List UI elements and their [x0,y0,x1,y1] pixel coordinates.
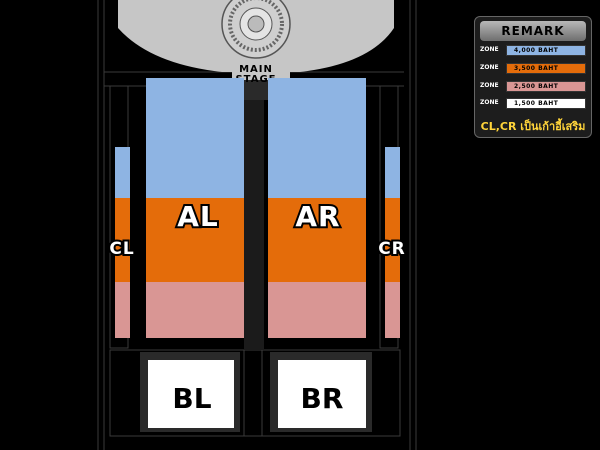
legend-zone-label: ZONE [480,82,499,89]
zone-cl-tier-3500 [115,198,130,282]
zone-cl-label: CL [109,239,134,259]
legend-price: 4,000 BAHT [514,47,559,54]
zone-bl-tier-1500 [148,360,234,428]
zone-cr-tier-3500 [385,198,400,282]
legend-row: ZONE 3,500 BAHT [480,63,590,74]
zone-al-tier-2500 [146,282,244,338]
zone-ar-tier-3500 [268,198,366,282]
legend-zone-label: ZONE [480,99,499,106]
zone-ar-tier-4000 [268,78,366,198]
legend-swatch [506,81,586,92]
zone-br-tier-1500 [278,360,366,428]
zone-cr-tier-4000 [385,147,400,198]
zone-cl-tier-2500 [115,282,130,338]
zone-ar-tier-2500 [268,282,366,338]
legend-row: ZONE 2,500 BAHT [480,81,590,92]
legend-title: REMARK [480,21,586,41]
legend-price: 3,500 BAHT [514,65,559,72]
legend-price: 1,500 BAHT [514,100,559,107]
zone-br[interactable]: BR [270,352,372,432]
zone-bl[interactable]: BL [140,352,240,432]
legend-row: ZONE 4,000 BAHT [480,45,590,56]
legend-row: ZONE 1,500 BAHT [480,98,590,109]
zone-cr-tier-2500 [385,282,400,338]
zone-al-tier-4000 [146,78,244,198]
zone-cl-tier-4000 [115,147,130,198]
legend-zone-label: ZONE [480,46,499,53]
zone-al[interactable]: AL [146,78,244,338]
zone-al-label: AL [177,200,219,233]
zone-br-label: BR [301,382,344,415]
zone-cl[interactable]: CL [107,147,136,338]
legend-swatch [506,63,586,74]
zone-ar[interactable]: AR [268,78,366,338]
main-stage: MAIN STAGE [118,0,394,100]
legend-panel: REMARK ZONE 4,000 BAHT ZONE 3,500 BAHT Z… [474,16,592,138]
zone-bl-label: BL [172,382,211,415]
legend-note: CL,CR เป็นเก้าอี้เสริม [480,120,586,133]
center-aisle [244,100,264,350]
legend-zone-label: ZONE [480,64,499,71]
zone-cr-label: CR [378,239,406,259]
legend-price: 2,500 BAHT [514,83,559,90]
legend-swatch [506,45,586,56]
zone-cr[interactable]: CR [376,147,407,338]
stage-label-line2: STAGE [235,74,276,85]
zone-al-tier-3500 [146,198,244,282]
stage-label-line1: MAIN [239,64,273,75]
zone-ar-label: AR [295,200,340,233]
legend-swatch [506,98,586,109]
